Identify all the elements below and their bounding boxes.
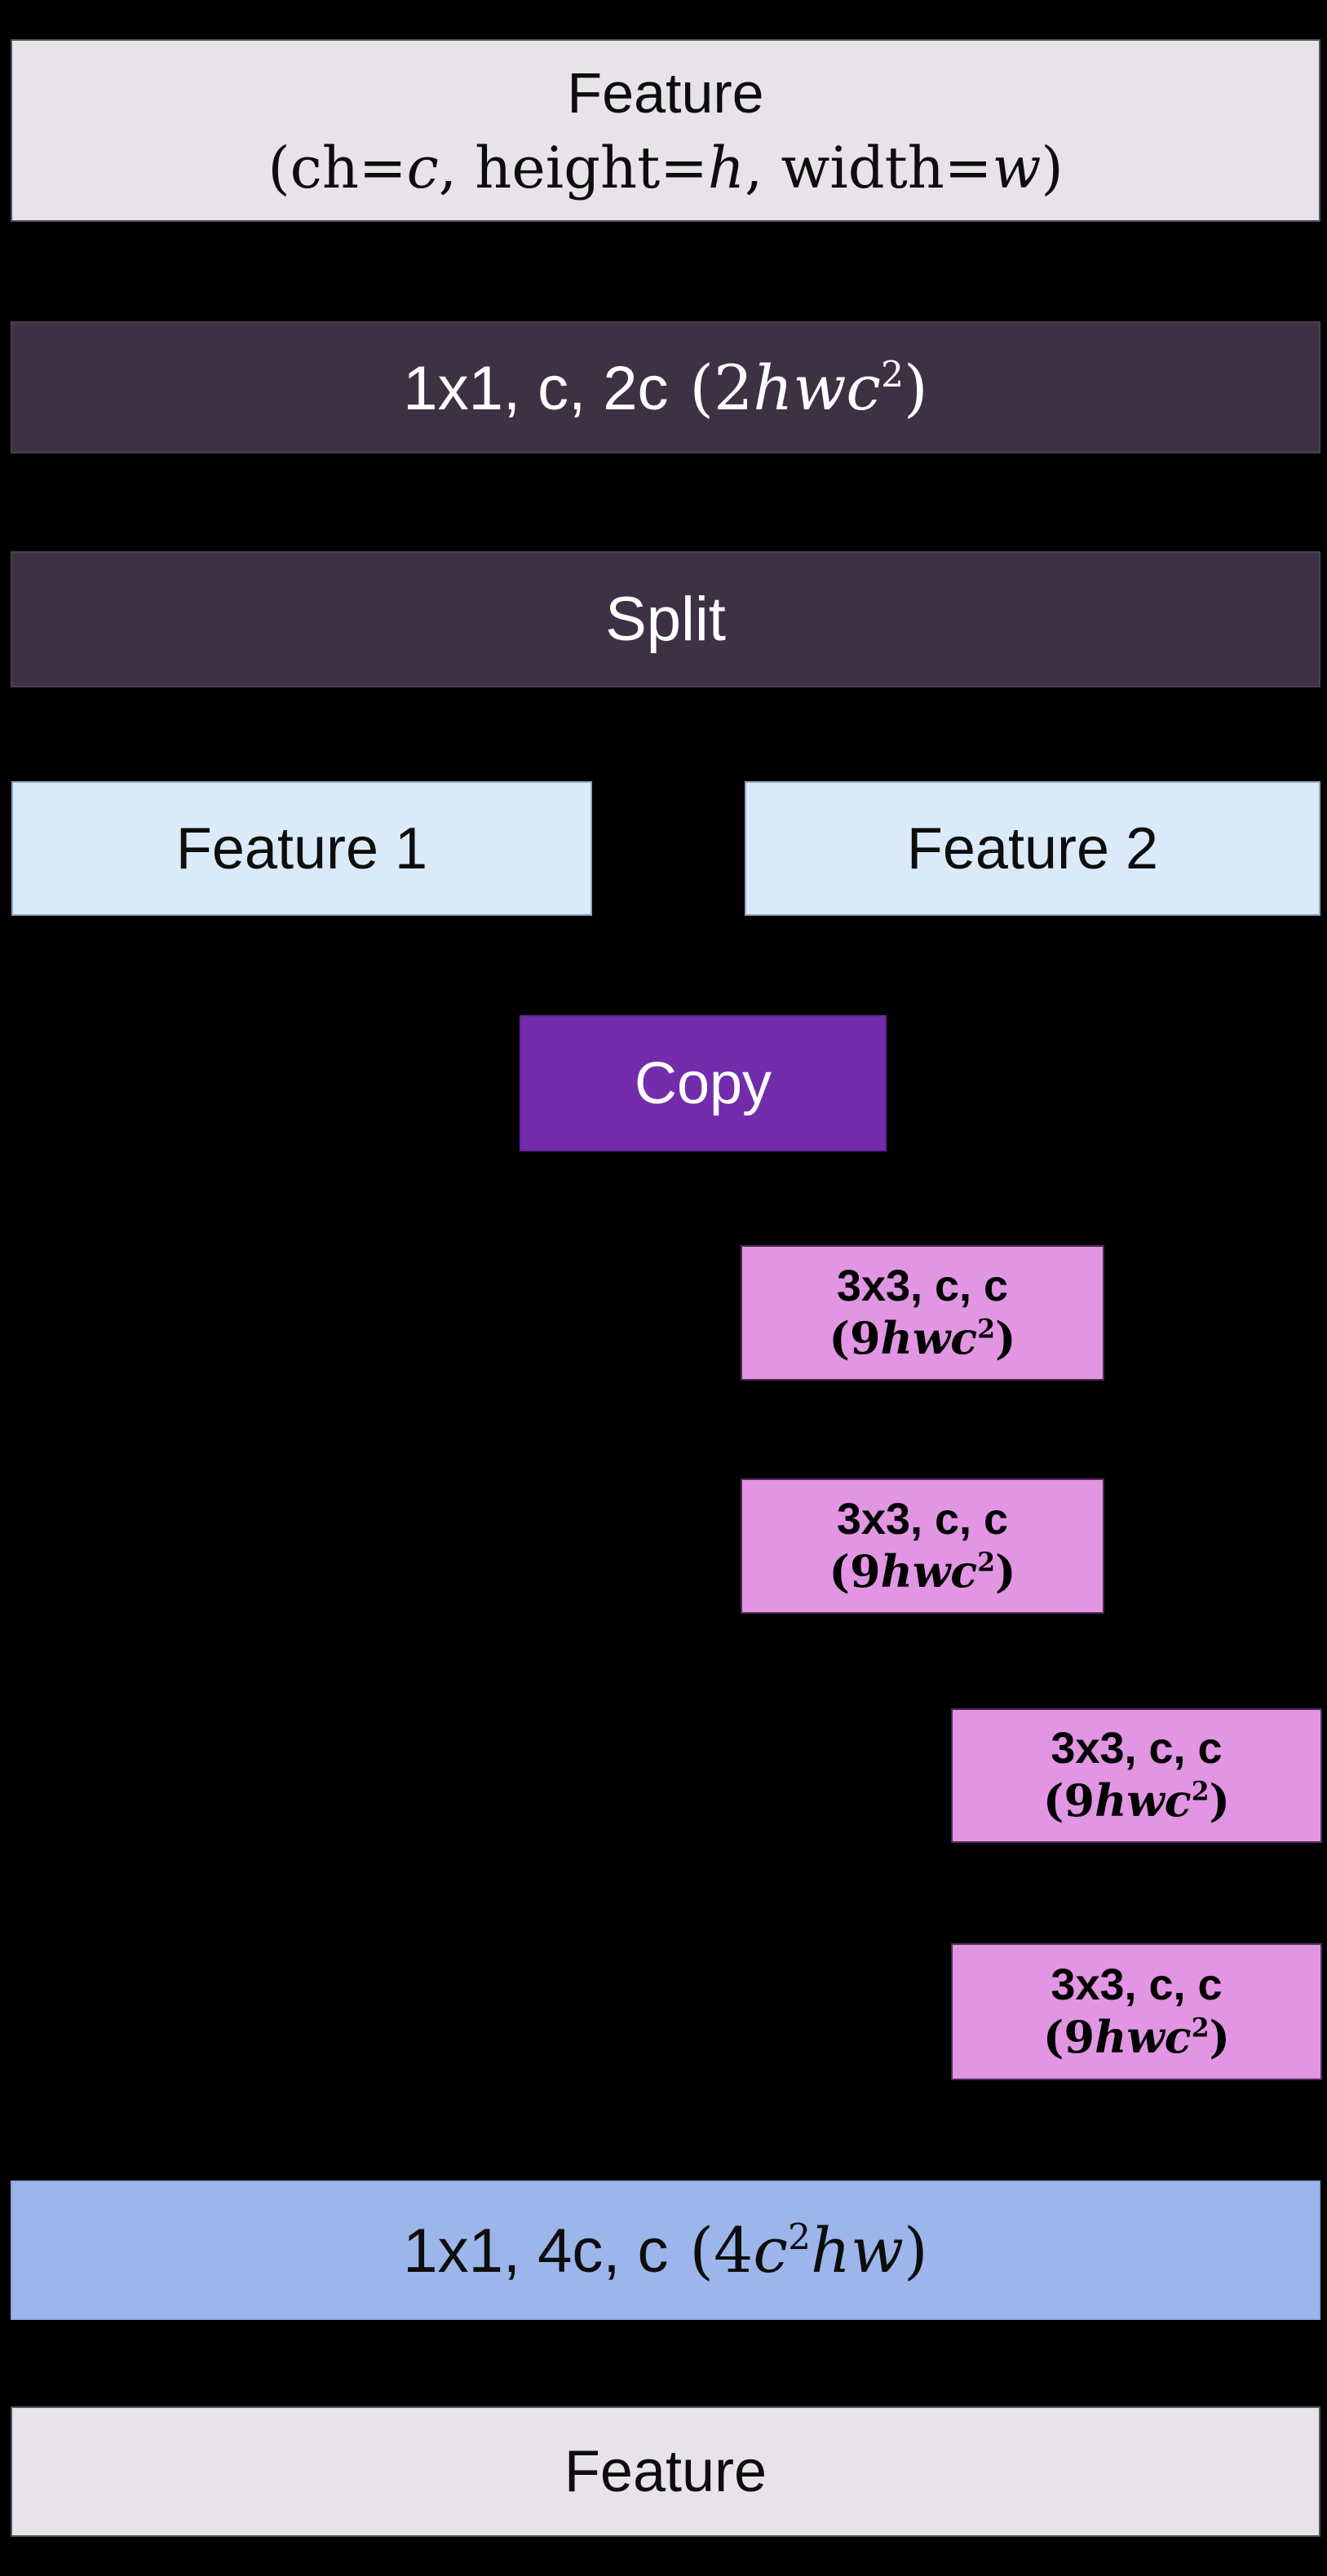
node-feature-2: Feature 2 xyxy=(745,781,1320,916)
input-feature-title: Feature xyxy=(567,60,764,125)
node-input-feature: Feature (ch=c, height=h, width=w) xyxy=(11,39,1320,222)
copy-label: Copy xyxy=(634,1050,772,1116)
node-conv3x3-block-1: 3x3, c, c (9hwc2) xyxy=(741,1245,1104,1381)
conv3x3-cost: (9hwc2) xyxy=(1042,1774,1231,1827)
conv-1x1-expand-label: 1x1, c, 2c(2hwc2) xyxy=(403,351,928,424)
conv-1x1-merge-label: 1x1, 4c, c(4c2hw) xyxy=(403,2214,928,2287)
node-conv-1x1-merge: 1x1, 4c, c(4c2hw) xyxy=(11,2181,1320,2320)
node-conv3x3-block-4: 3x3, c, c (9hwc2) xyxy=(951,1943,1322,2080)
conv3x3-cost: (9hwc2) xyxy=(1042,2010,1231,2063)
feature-1-label: Feature 1 xyxy=(175,815,428,881)
conv3x3-cost: (9hwc2) xyxy=(829,1311,1016,1364)
node-output-feature: Feature xyxy=(11,2406,1320,2537)
conv3x3-cost: (9hwc2) xyxy=(829,1544,1016,1597)
node-copy: Copy xyxy=(520,1015,887,1151)
conv3x3-label: 3x3, c, c xyxy=(836,1494,1009,1544)
input-feature-dims: (ch=c, height=h, width=w) xyxy=(268,135,1064,201)
conv3x3-label: 3x3, c, c xyxy=(1051,1724,1223,1774)
node-conv3x3-block-3: 3x3, c, c (9hwc2) xyxy=(951,1708,1322,1843)
conv3x3-label: 3x3, c, c xyxy=(1051,1960,1223,2009)
node-feature-1: Feature 1 xyxy=(11,781,592,916)
node-conv3x3-block-2: 3x3, c, c (9hwc2) xyxy=(741,1478,1104,1614)
node-split: Split xyxy=(11,551,1320,687)
split-label: Split xyxy=(605,585,726,654)
feature-2-label: Feature 2 xyxy=(906,815,1159,881)
output-feature-label: Feature xyxy=(564,2439,767,2504)
conv3x3-label: 3x3, c, c xyxy=(836,1261,1009,1310)
node-conv-1x1-expand: 1x1, c, 2c(2hwc2) xyxy=(11,321,1320,453)
